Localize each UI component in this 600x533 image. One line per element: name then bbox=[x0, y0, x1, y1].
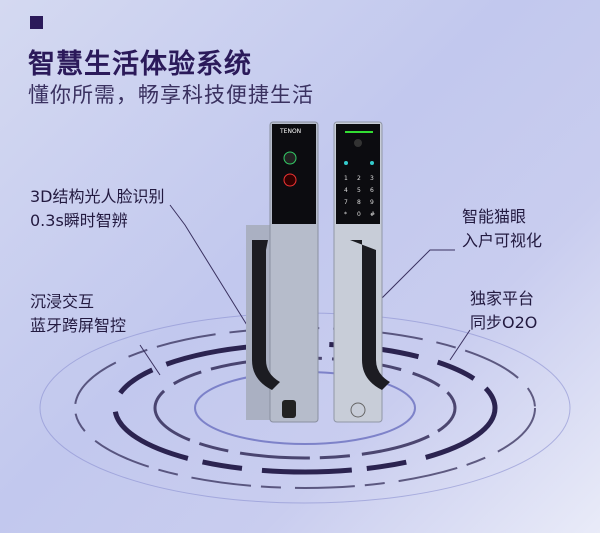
keypad-key: # bbox=[370, 211, 375, 218]
keypad-key: 7 bbox=[344, 199, 348, 206]
keypad-key: 1 bbox=[344, 175, 348, 182]
keypad-key: 9 bbox=[370, 199, 374, 206]
feature-bluetooth: 沉浸交互 蓝牙跨屏智控 bbox=[30, 290, 126, 338]
feature-title: 智能猫眼 bbox=[462, 207, 527, 226]
leader-lines bbox=[139, 204, 471, 376]
feature-desc: 0.3s瞬时智辨 bbox=[30, 211, 128, 230]
feature-title: 沉浸交互 bbox=[30, 292, 95, 311]
feature-desc: 同步O2O bbox=[470, 313, 538, 332]
feature-title: 3D结构光人脸识别 bbox=[30, 187, 165, 206]
keypad-key: 3 bbox=[370, 175, 374, 182]
page-title: 智慧生活体验系统 bbox=[28, 49, 252, 80]
keypad-key: 6 bbox=[370, 187, 374, 194]
keypad-key: 4 bbox=[344, 187, 348, 194]
feature-title: 独家平台 bbox=[470, 289, 535, 308]
page-subtitle: 懂你所需，畅享科技便捷生活 bbox=[28, 83, 314, 107]
keypad-key: 0 bbox=[357, 211, 361, 218]
feature-peephole: 智能猫眼 入户可视化 bbox=[462, 205, 542, 253]
keypad-key: 8 bbox=[357, 199, 361, 206]
feature-face-recognition: 3D结构光人脸识别 0.3s瞬时智辨 bbox=[30, 185, 165, 233]
feature-o2o: 独家平台 同步O2O bbox=[470, 287, 537, 335]
keypad-key: * bbox=[344, 211, 347, 218]
left-lock: TENON bbox=[246, 121, 319, 423]
keypad-key: 5 bbox=[357, 187, 361, 194]
brand-logo: TENON bbox=[279, 128, 301, 135]
title-marker bbox=[30, 16, 43, 29]
feature-desc: 蓝牙跨屏智控 bbox=[30, 316, 127, 335]
feature-desc: 入户可视化 bbox=[462, 231, 543, 250]
right-lock: 1 2 3 4 5 6 7 8 9 * 0 # bbox=[333, 121, 390, 423]
keypad-key: 2 bbox=[357, 175, 361, 182]
